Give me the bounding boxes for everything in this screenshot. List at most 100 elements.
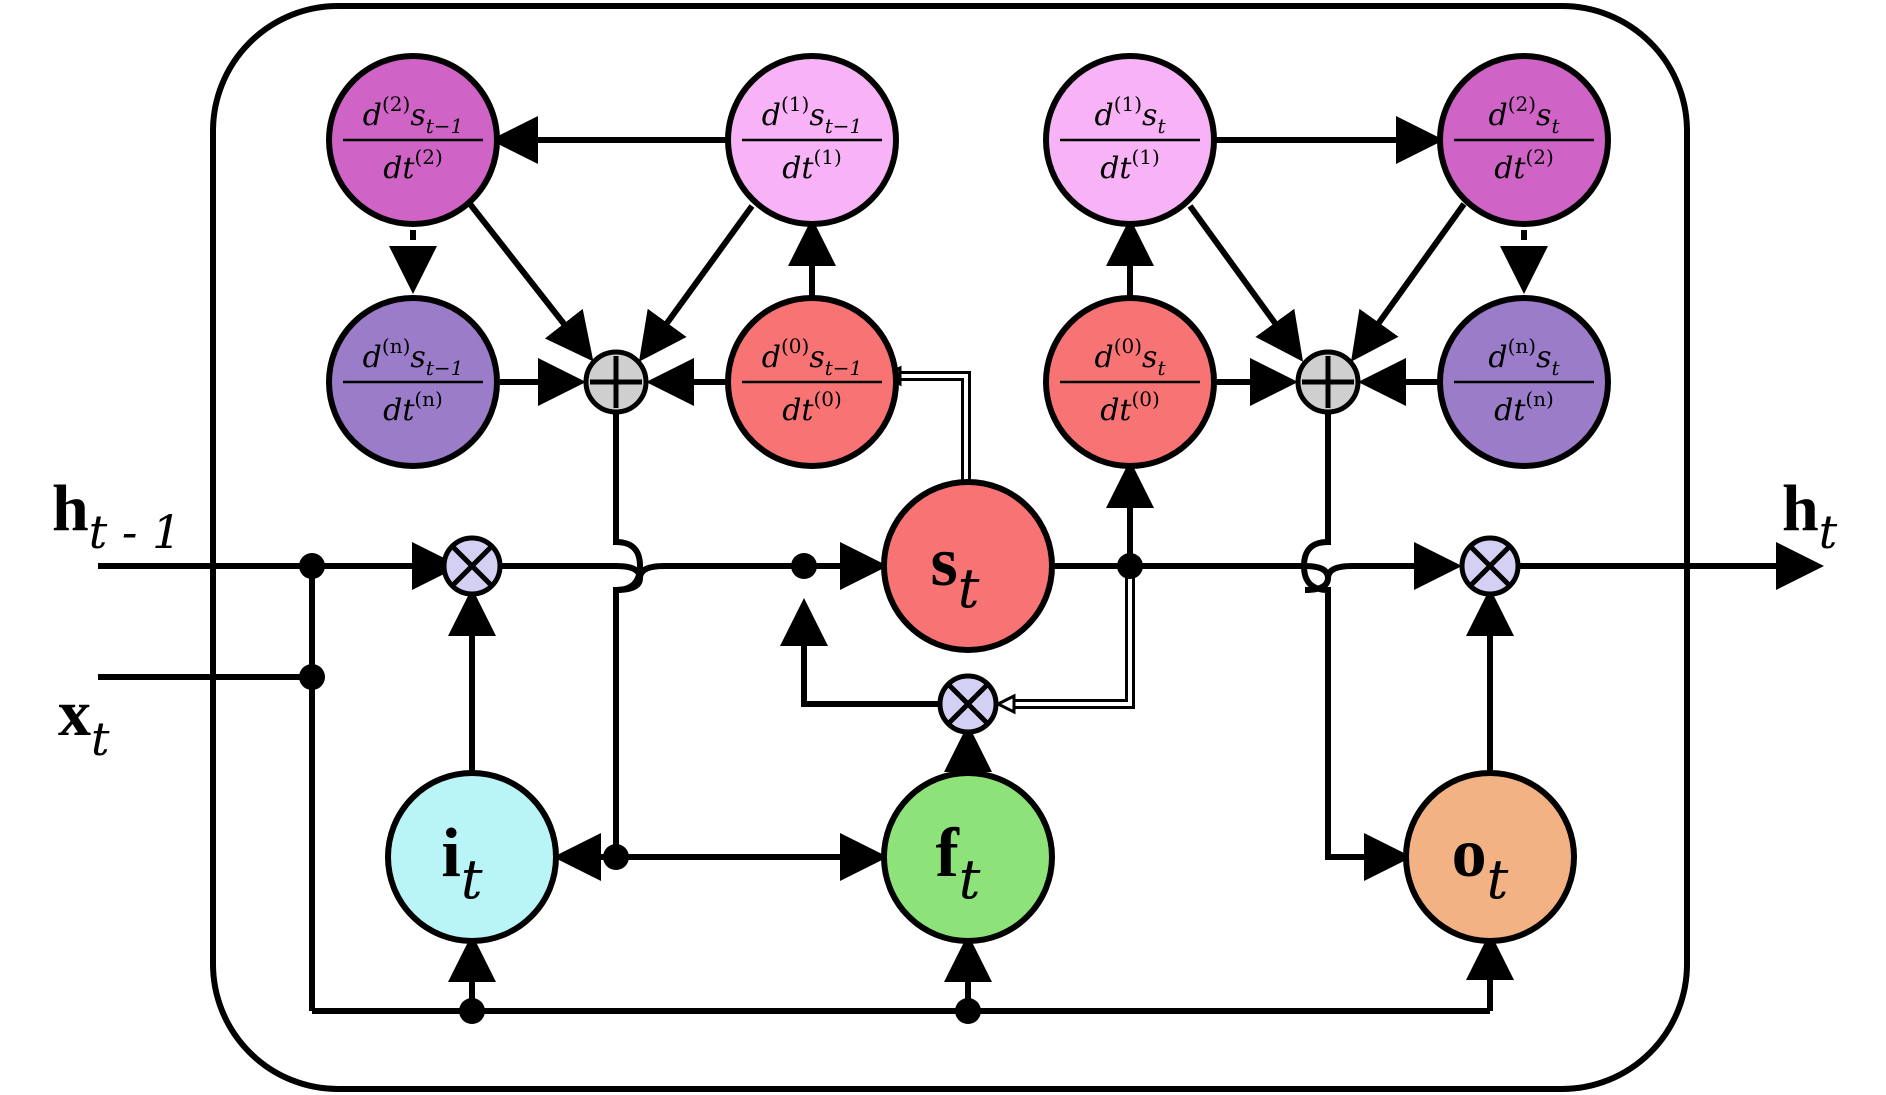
- node-state: st: [881, 479, 1055, 653]
- frac-bottom-sup: (n): [414, 387, 443, 411]
- frac-bottom-dt: dt: [383, 151, 415, 186]
- frac-top-d: d: [762, 340, 781, 375]
- junction-dot: [1117, 553, 1143, 579]
- svg-text:d(2)st−1: d(2)st−1: [363, 92, 464, 138]
- frac-top-var: s: [1142, 98, 1157, 133]
- node-forget-gate: ft: [881, 770, 1055, 944]
- node-cur-dn: d(n)st dt(n): [1437, 295, 1611, 469]
- node-prev-d2: d(2)st−1 dt(2): [326, 53, 500, 227]
- node-prev-dn: d(n)st−1 dt(n): [326, 295, 500, 469]
- node-input-gate-circle: [385, 770, 559, 944]
- forget-gate-label-sub: t: [959, 848, 981, 911]
- frac-bottom-dt: dt: [1100, 151, 1132, 186]
- state-label-sub: t: [958, 557, 980, 620]
- svg-text:d(1)st: d(1)st: [1094, 92, 1166, 138]
- frac-top-d: d: [1094, 98, 1113, 133]
- node-cur-d2: d(2)st dt(2): [1437, 53, 1611, 227]
- svg-text:d(n)st: d(n)st: [1488, 334, 1560, 380]
- sum-op-right: [1295, 349, 1361, 415]
- junction-dot: [955, 998, 981, 1024]
- node-cur-d1: d(1)st dt(1): [1043, 53, 1217, 227]
- frac-bottom-sup: (2): [414, 145, 442, 169]
- svg-text:ft: ft: [935, 815, 980, 911]
- multiply-op-output: [1459, 535, 1521, 597]
- frac-top-var: s: [809, 98, 824, 133]
- node-forget-gate-circle: [881, 770, 1055, 944]
- frac-top-sub: t: [1157, 356, 1166, 380]
- frac-top-d: d: [363, 340, 382, 375]
- frac-bottom-sup: (2): [1525, 145, 1553, 169]
- frac-top-sub: t−1: [426, 114, 464, 138]
- x-sub: t: [91, 712, 110, 766]
- frac-top-sup: (n): [1508, 334, 1537, 358]
- svg-text:d(2)st: d(2)st: [1488, 92, 1560, 138]
- junction-dot: [459, 998, 485, 1024]
- node-cur-d0: d(0)st dt(0): [1043, 295, 1217, 469]
- frac-top-sub: t−1: [825, 356, 863, 380]
- svg-text:dt(n): dt(n): [1494, 387, 1554, 428]
- h-prev-sub: t - 1: [89, 505, 182, 559]
- frac-top-d: d: [1488, 98, 1507, 133]
- svg-text:ot: ot: [1452, 815, 1509, 911]
- frac-top-sub: t: [1551, 114, 1560, 138]
- frac-top-d: d: [363, 98, 382, 133]
- frac-top-sup: (n): [382, 334, 411, 358]
- frac-top-var: s: [1536, 340, 1551, 375]
- label-x: xt: [58, 677, 110, 766]
- label-h-out: ht: [1782, 472, 1838, 559]
- frac-top-d: d: [762, 98, 781, 133]
- frac-top-var: s: [1142, 340, 1157, 375]
- state-label-main: s: [931, 524, 958, 601]
- frac-top-sup: (2): [382, 92, 410, 116]
- h-out-sub: t: [1819, 505, 1838, 559]
- frac-bottom-sup: (1): [813, 145, 841, 169]
- node-state-circle: [881, 479, 1055, 653]
- junction-dot: [603, 844, 629, 870]
- frac-bottom-dt: dt: [1494, 151, 1526, 186]
- output-gate-label-sub: t: [1487, 848, 1509, 911]
- frac-top-d: d: [1488, 340, 1507, 375]
- svg-text:dt(1): dt(1): [782, 145, 842, 186]
- svg-text:d(n)st−1: d(n)st−1: [363, 334, 464, 380]
- node-input-gate: it: [385, 770, 559, 944]
- frac-top-sup: (0): [1114, 334, 1142, 358]
- frac-bottom-dt: dt: [782, 393, 814, 428]
- node-prev-d0: d (0) st−1 dt(0): [725, 295, 899, 469]
- node-output-gate-circle: [1403, 770, 1577, 944]
- svg-text:st: st: [931, 524, 980, 620]
- node-output-gate: ot: [1403, 770, 1577, 944]
- h-out-main: h: [1782, 472, 1819, 545]
- junction-dot: [791, 553, 817, 579]
- svg-text:dt(n): dt(n): [383, 387, 443, 428]
- frac-top-sup: (1): [781, 92, 809, 116]
- frac-bottom-dt: dt: [1100, 393, 1132, 428]
- wire-state-to-prev-d0: [896, 371, 971, 490]
- wire-prev-d2-to-sum: [467, 202, 594, 362]
- frac-bottom-sup: (0): [1131, 387, 1159, 411]
- frac-top-sup: (2): [1508, 92, 1536, 116]
- frac-top-var: s: [809, 340, 824, 375]
- multiply-op-input: [441, 535, 503, 597]
- label-h-prev: ht - 1: [52, 472, 181, 559]
- svg-text:dt(2): dt(2): [383, 145, 443, 186]
- frac-top-var: s: [410, 98, 425, 133]
- svg-text:dt(0): dt(0): [1100, 387, 1160, 428]
- output-gate-label-main: o: [1452, 815, 1487, 892]
- frac-top-sub: t: [1552, 356, 1561, 380]
- sum-op-left: [583, 349, 649, 415]
- frac-bottom-dt: dt: [383, 393, 415, 428]
- frac-bottom-sup: (0): [813, 387, 841, 411]
- frac-bottom-sup: (n): [1525, 387, 1554, 411]
- svg-text:it: it: [441, 815, 482, 911]
- svg-text:dt(0): dt(0): [782, 387, 842, 428]
- multiply-op-forget: [937, 673, 999, 735]
- wire-cur-d2-to-sum: [1351, 202, 1467, 362]
- wire-fmult-to-junc: [780, 598, 942, 707]
- input-gate-label-sub: t: [461, 848, 483, 911]
- frac-bottom-sup: (1): [1131, 145, 1159, 169]
- frac-top-sup: (1): [1114, 92, 1142, 116]
- frac-top-sub: t−1: [426, 356, 464, 380]
- input-gate-label-main: i: [441, 815, 460, 892]
- wire-cur-d1-to-sum: [1187, 204, 1304, 362]
